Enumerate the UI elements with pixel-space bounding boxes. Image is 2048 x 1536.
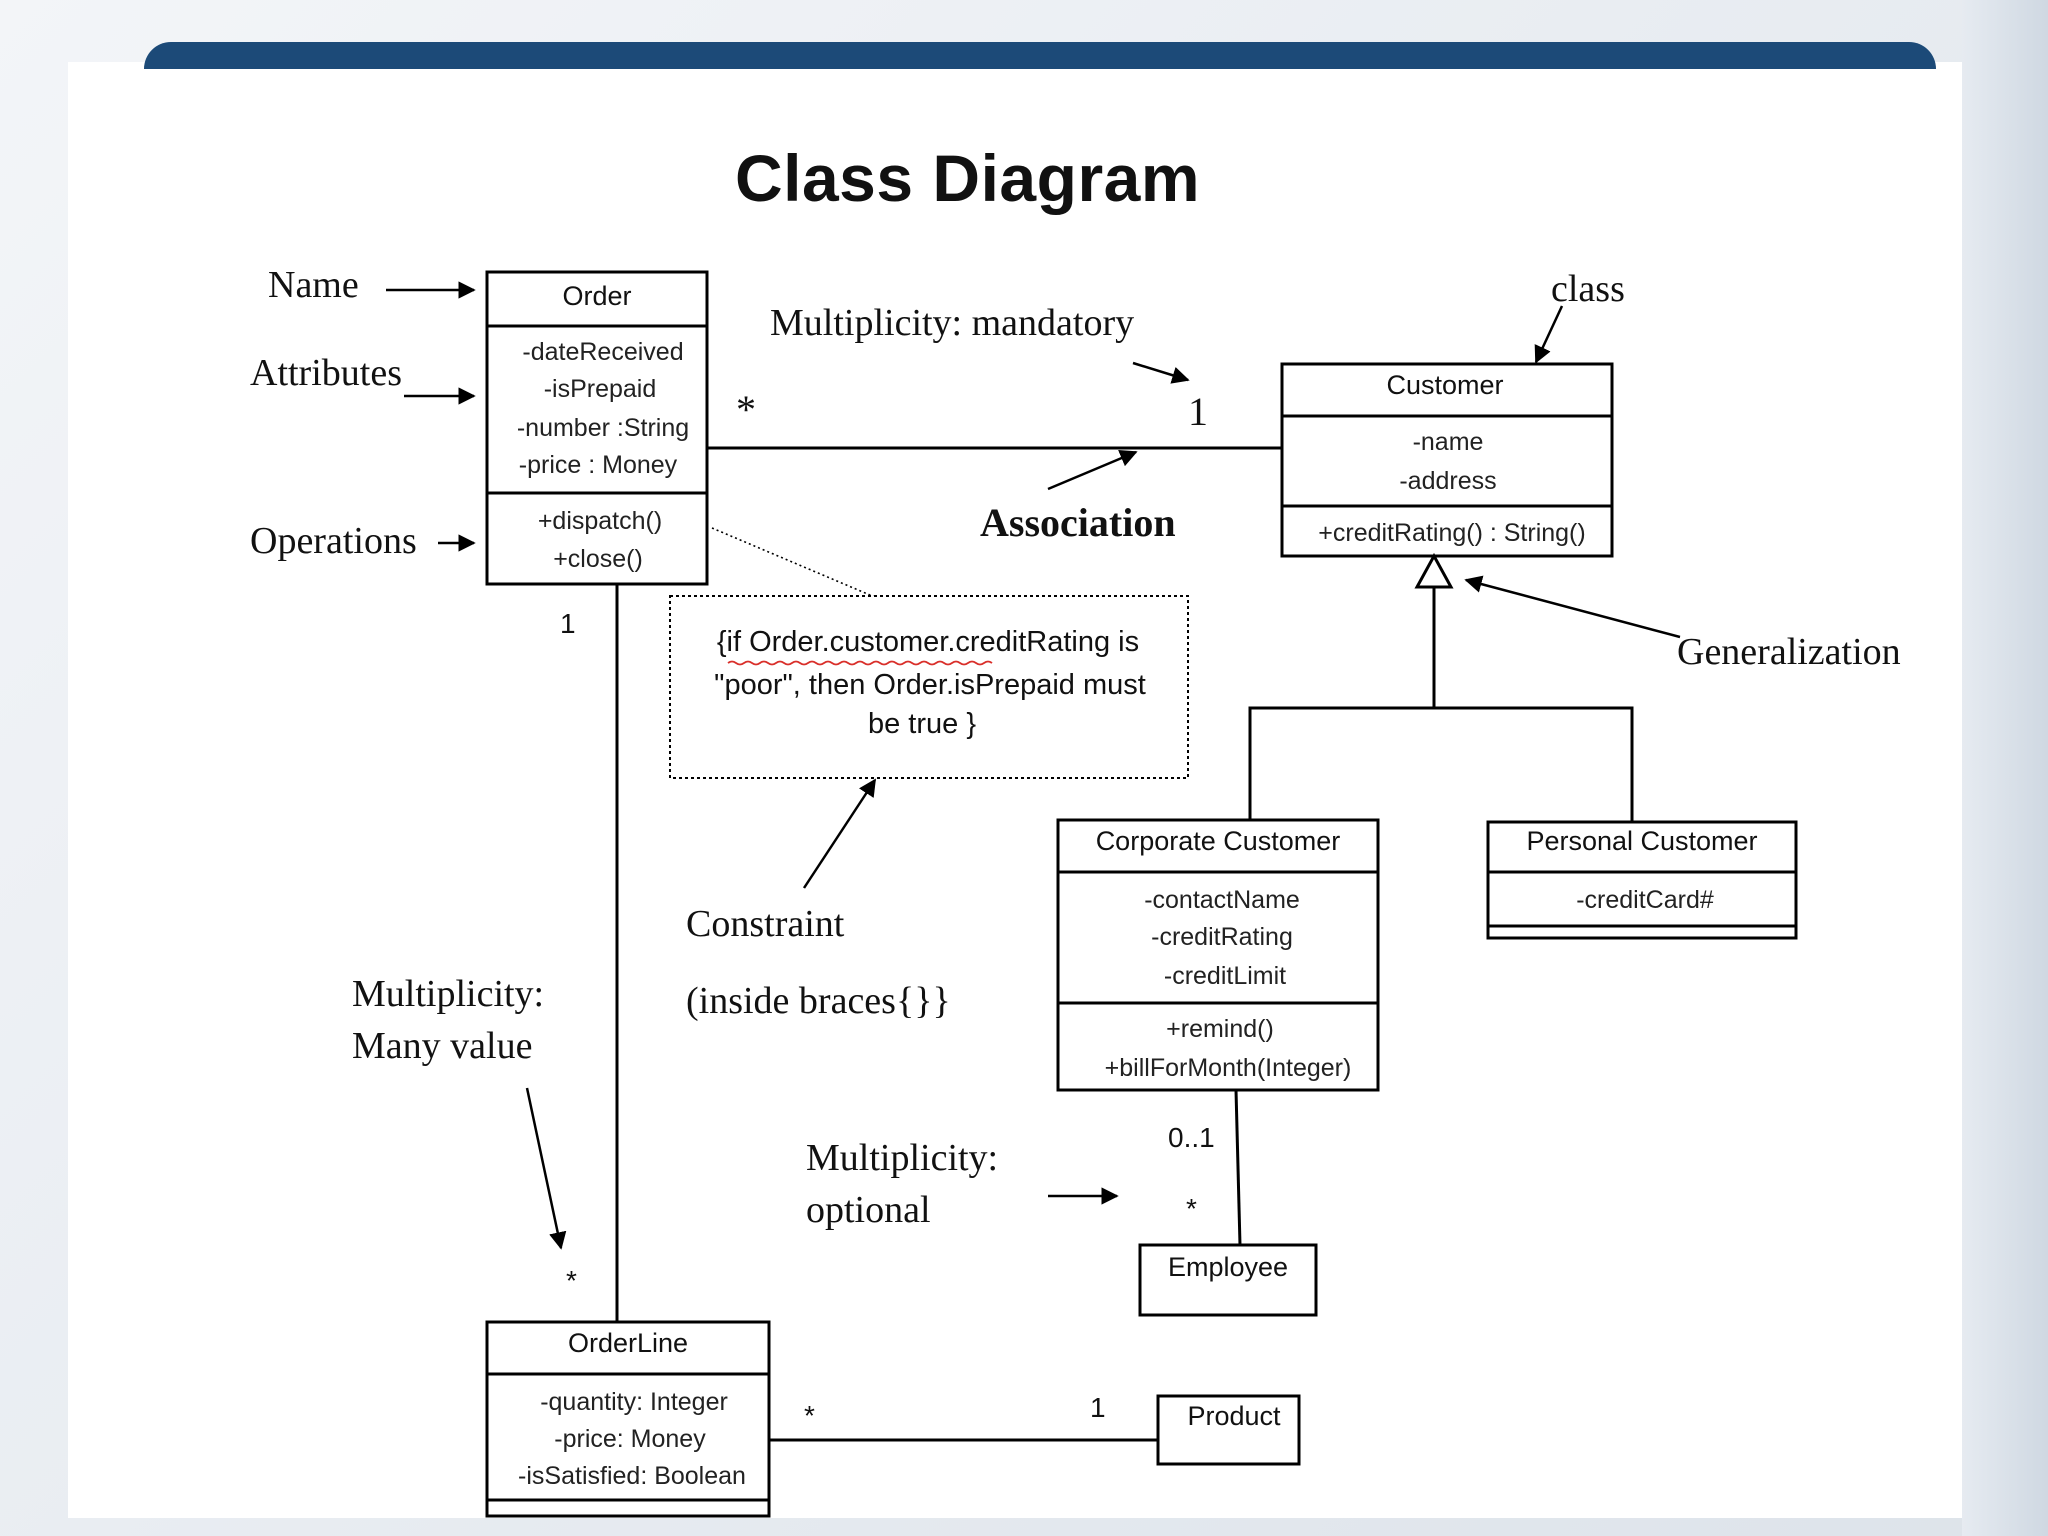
customer-op-credit-rating: +creditRating() : String() xyxy=(1318,519,1585,547)
order-line-class-name: OrderLine xyxy=(568,1328,688,1358)
order-attr-price: -price : Money xyxy=(519,451,678,479)
arrow-association xyxy=(1047,450,1138,491)
annotation-operations: Operations xyxy=(250,520,417,562)
order-attr-is-prepaid: -isPrepaid xyxy=(544,375,657,403)
order-box xyxy=(485,270,709,586)
annotation-multiplicity-many-2: Many value xyxy=(352,1025,532,1067)
order-line-box xyxy=(485,1320,771,1518)
annotation-class: class xyxy=(1551,268,1625,310)
slide-canvas xyxy=(68,62,1962,1518)
constraint-note: {if Order.customer.creditRating is "poor… xyxy=(669,595,1189,779)
annotation-multiplicity-many-1: Multiplicity: xyxy=(352,973,544,1015)
employee-class-name: Employee xyxy=(1168,1252,1288,1282)
corporate-customer-class-name: Corporate Customer xyxy=(1096,826,1341,856)
mult-order-orderline-order-end: 1 xyxy=(560,608,576,639)
corporate-op-bill-for-month: +billForMonth(Integer) xyxy=(1105,1054,1352,1082)
constraint-connector xyxy=(711,527,911,613)
annotation-multiplicity-optional-2: optional xyxy=(806,1189,931,1231)
annotation-association: Association xyxy=(980,500,1176,545)
class-customer: Customer -name -address +creditRating() … xyxy=(1280,362,1614,558)
mult-orderline-product-product-end: 1 xyxy=(1090,1392,1106,1423)
order-class-name: Order xyxy=(562,281,631,311)
constraint-line-1: {if Order.customer.creditRating is xyxy=(717,626,1139,658)
customer-attr-address: -address xyxy=(1399,467,1496,495)
order-line-attr-price: -price: Money xyxy=(554,1425,706,1453)
order-line-attr-is-satisfied: -isSatisfied: Boolean xyxy=(518,1462,746,1490)
order-attr-date-received: -dateReceived xyxy=(522,338,683,366)
class-order-line: OrderLine -quantity: Integer -price: Mon… xyxy=(485,1320,771,1518)
class-order: Order -dateReceived -isPrepaid -number :… xyxy=(485,270,709,586)
class-product: Product xyxy=(1156,1394,1301,1466)
background-right-edge xyxy=(1962,0,2048,1536)
annotation-multiplicity-mandatory: Multiplicity: mandatory xyxy=(770,302,1134,344)
corporate-attr-credit-rating: -creditRating xyxy=(1151,923,1293,951)
employee-box xyxy=(1138,1243,1318,1317)
customer-attr-name: -name xyxy=(1413,428,1484,456)
mult-corporate-employee-emp-end: * xyxy=(1186,1193,1197,1224)
product-box xyxy=(1156,1394,1301,1466)
title-banner xyxy=(144,42,1936,69)
generalization-triangle xyxy=(1414,552,1454,589)
mult-order-orderline-line-end: * xyxy=(566,1265,577,1296)
arrow-multiplicity-mandatory xyxy=(1132,361,1190,384)
mult-orderline-product-line-end: * xyxy=(804,1400,815,1431)
annotation-inside-braces: (inside braces{}} xyxy=(686,980,951,1022)
association-corporate-employee xyxy=(1234,1089,1242,1246)
annotation-name: Name xyxy=(268,264,359,306)
order-attr-number: -number :String xyxy=(517,414,689,442)
spellcheck-underline xyxy=(727,660,993,666)
customer-class-name: Customer xyxy=(1386,370,1503,400)
slide-title: Class Diagram xyxy=(734,141,1201,215)
order-op-close: +close() xyxy=(553,545,643,573)
arrow-generalization xyxy=(1464,575,1681,639)
arrow-constraint xyxy=(802,778,877,889)
class-corporate-customer: Corporate Customer -contactName -creditR… xyxy=(1056,818,1380,1092)
class-personal-customer: Personal Customer -creditCard# xyxy=(1486,820,1798,940)
order-op-dispatch: +dispatch() xyxy=(538,507,662,535)
arrow-multiplicity-many xyxy=(525,1087,567,1250)
constraint-box xyxy=(669,595,1189,779)
class-employee: Employee xyxy=(1138,1243,1318,1317)
constraint-line-3: be true } xyxy=(868,708,976,740)
corporate-attr-contact-name: -contactName xyxy=(1144,886,1300,914)
annotation-constraint: Constraint xyxy=(686,903,845,945)
arrow-class xyxy=(1534,305,1564,364)
generalization-branches xyxy=(1248,706,1634,822)
mult-order-customer-order-end: * xyxy=(736,387,756,432)
annotation-multiplicity-optional-1: Multiplicity: xyxy=(806,1137,998,1179)
mult-order-customer-customer-end: 1 xyxy=(1188,389,1208,434)
corporate-attr-credit-limit: -creditLimit xyxy=(1164,962,1286,990)
annotation-generalization: Generalization xyxy=(1677,631,1901,673)
customer-box xyxy=(1280,362,1614,558)
corporate-customer-box xyxy=(1056,818,1380,1092)
personal-customer-box xyxy=(1486,820,1798,940)
annotation-attributes: Attributes xyxy=(250,352,402,394)
product-class-name: Product xyxy=(1187,1401,1281,1431)
personal-attr-credit-card: -creditCard# xyxy=(1576,886,1714,914)
mult-corporate-employee-corp-end: 0..1 xyxy=(1168,1122,1215,1153)
constraint-line-2: "poor", then Order.isPrepaid must xyxy=(714,669,1146,701)
corporate-op-remind: +remind() xyxy=(1166,1015,1274,1043)
order-line-attr-quantity: -quantity: Integer xyxy=(540,1388,728,1416)
personal-customer-class-name: Personal Customer xyxy=(1526,826,1757,856)
